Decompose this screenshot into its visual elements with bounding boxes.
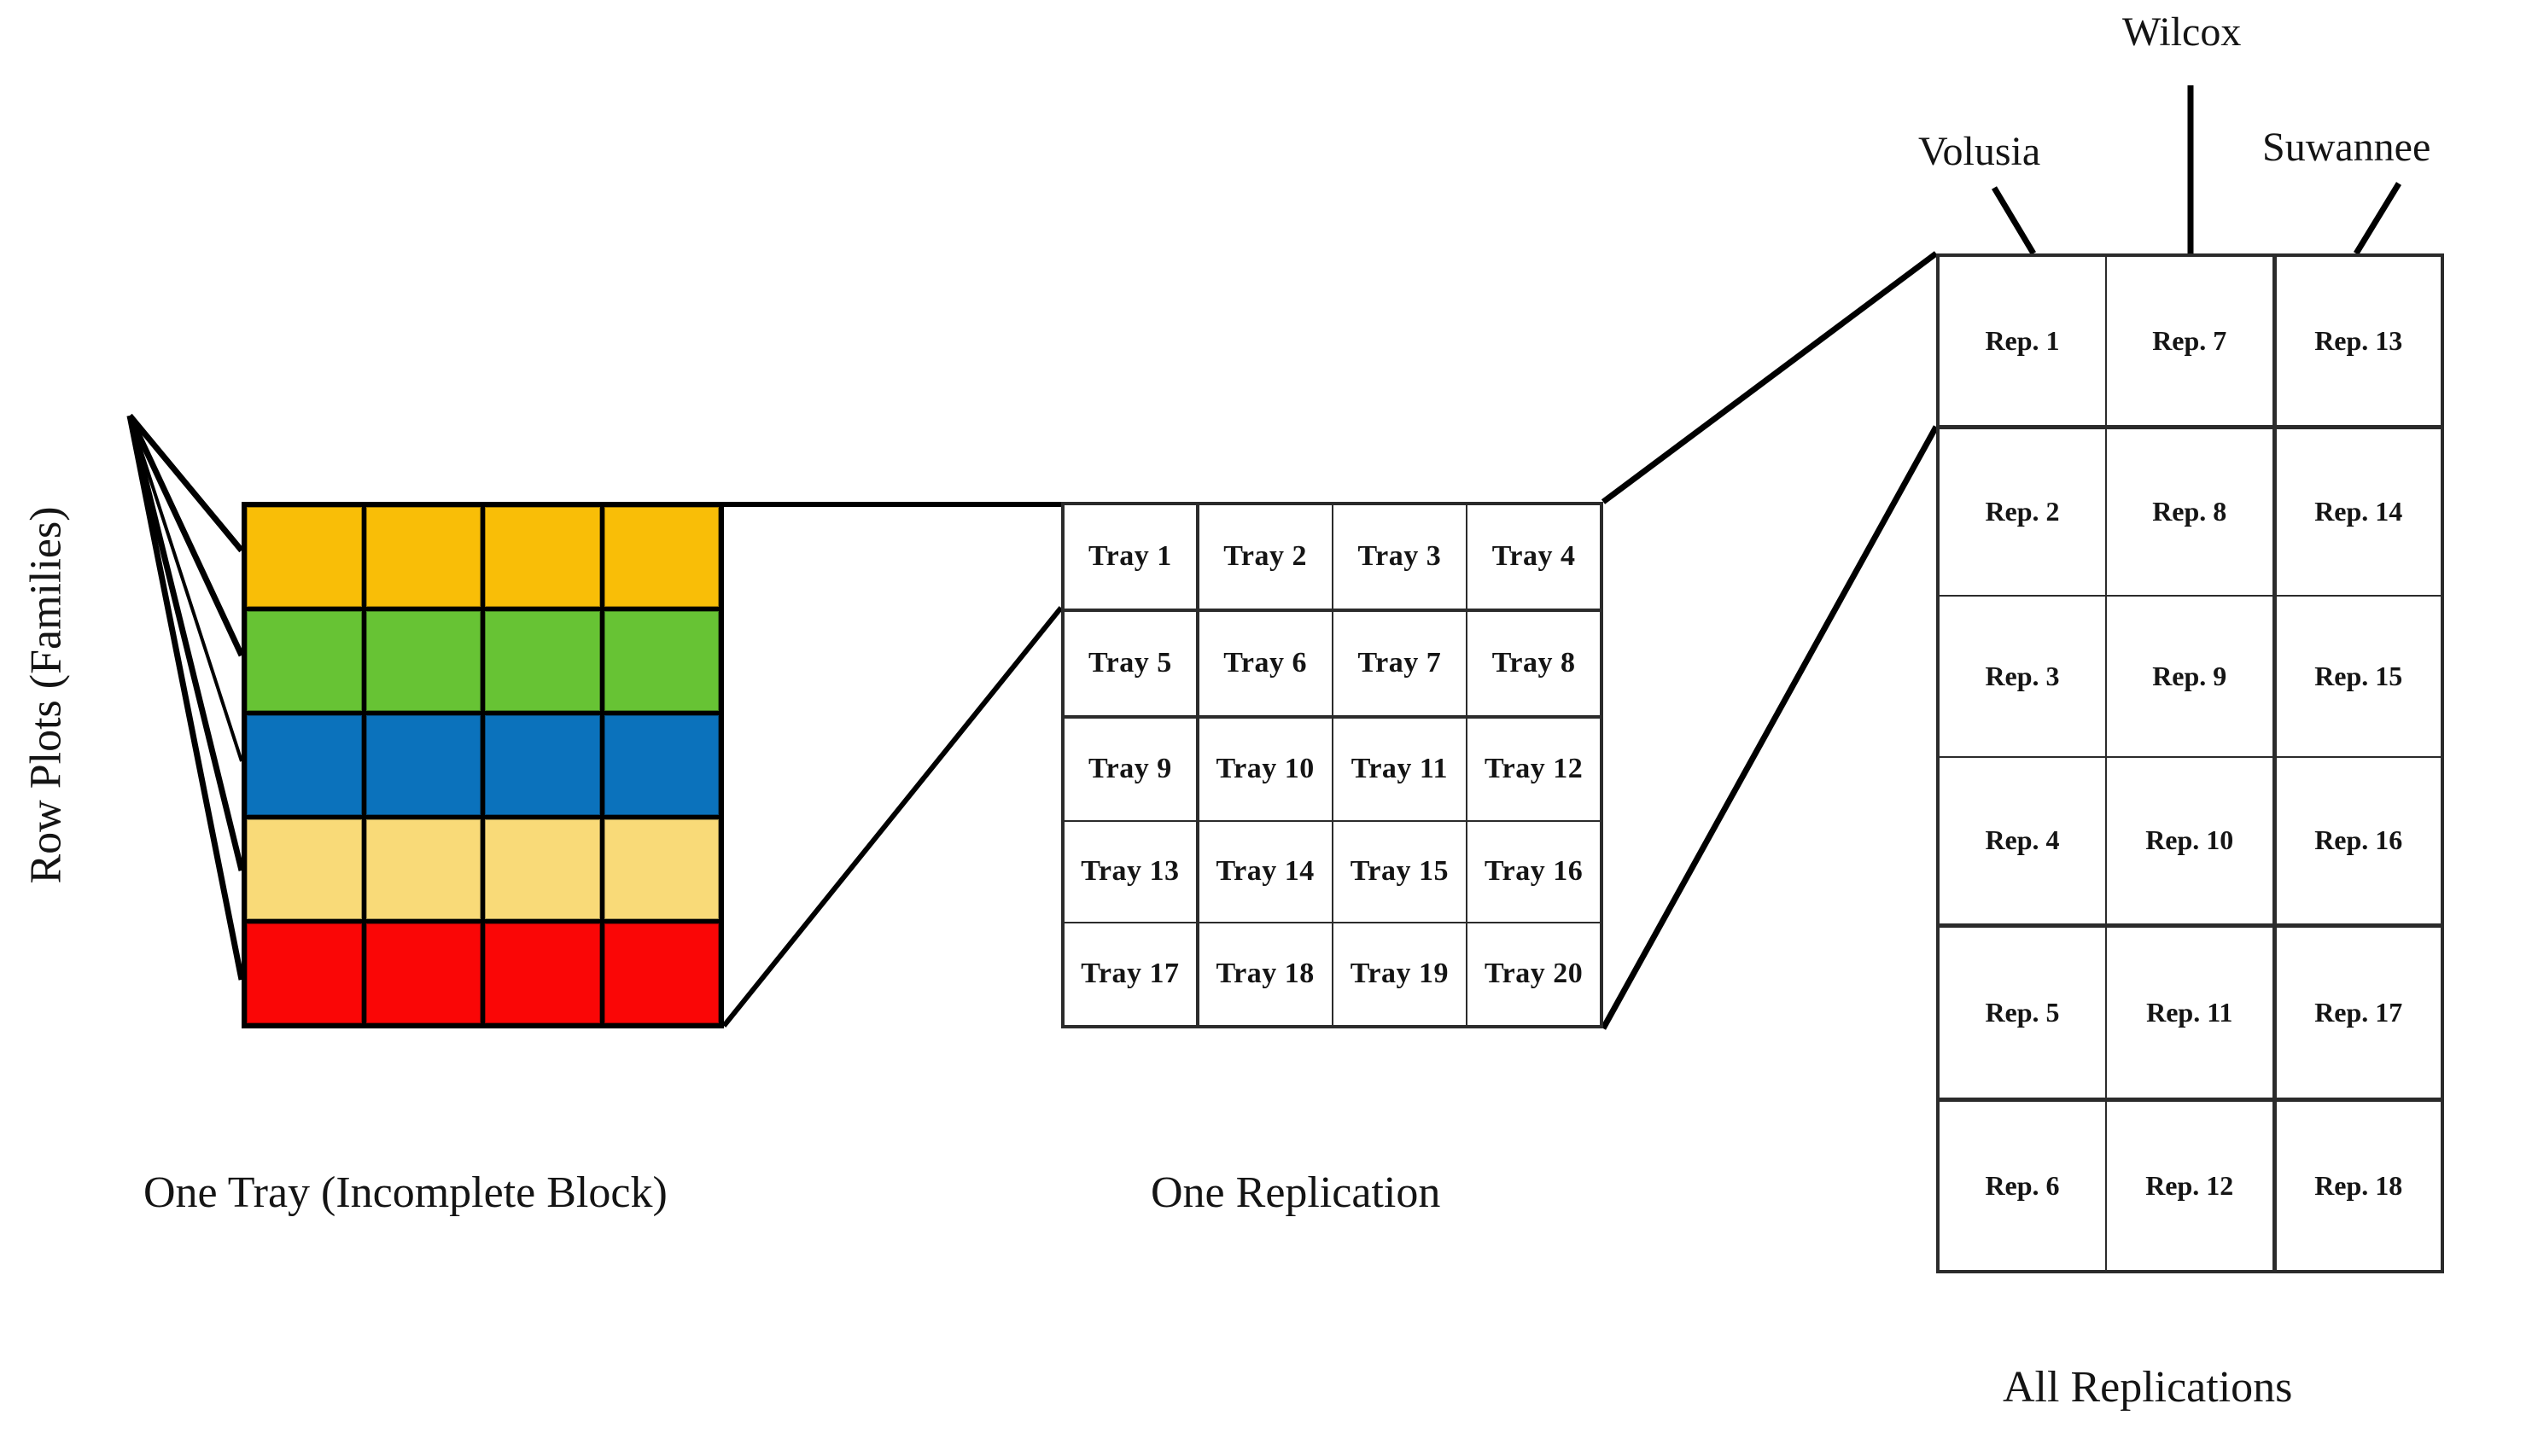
tray-plot-cell (485, 507, 600, 607)
tray-plot-cell (604, 611, 719, 711)
tray-plot-cell (485, 715, 600, 815)
fan-line-row-3 (128, 415, 243, 762)
replication-cell: Rep. 10 (2105, 756, 2277, 928)
replication-cell: Rep. 11 (2105, 924, 2277, 1102)
tray-cell: Tray 7 (1331, 609, 1468, 719)
tray-plot-cell (365, 923, 481, 1023)
tray-plot-cell (247, 923, 362, 1023)
replication-cell: Rep. 14 (2273, 426, 2444, 597)
replication-cell: Rep. 7 (2105, 253, 2277, 430)
site-label-wilcox: Wilcox (2122, 9, 2242, 55)
tray-cell: Tray 10 (1196, 715, 1333, 822)
replication-cell: Rep. 17 (2273, 924, 2444, 1102)
tray-plot-cell (365, 715, 481, 815)
tray-plot-cell (247, 611, 362, 711)
tray-cell: Tray 18 (1196, 921, 1333, 1029)
tray-plot-cell (247, 715, 362, 815)
replication-cell: Rep. 18 (2273, 1098, 2444, 1273)
caption-one-replication: One Replication (1151, 1168, 1441, 1217)
row-plots-families-label: Row Plots (Families) (21, 506, 71, 884)
tray-cell: Tray 1 (1061, 502, 1199, 612)
site-label-suwannee: Suwannee (2262, 125, 2431, 170)
replication-cell: Rep. 8 (2105, 426, 2277, 597)
connector-rep-top (1601, 251, 1939, 504)
tray-plot-cell (485, 923, 600, 1023)
tray-plot-cell (604, 819, 719, 919)
replication-cell: Rep. 15 (2273, 594, 2444, 759)
tray-plot-cell (485, 611, 600, 711)
tray-to-replication-connectors (721, 502, 1064, 1028)
tray-plot-cell (247, 819, 362, 919)
replication-cell: Rep. 2 (1936, 426, 2107, 597)
leader-line-suwannee (2354, 182, 2401, 255)
tray-cell: Tray 5 (1061, 609, 1199, 719)
tray-plot-cell (604, 507, 719, 607)
fan-line-row-1 (127, 413, 244, 553)
tray-cell: Tray 17 (1061, 921, 1199, 1029)
tray-cell: Tray 14 (1196, 819, 1333, 923)
replication-cell: Rep. 6 (1936, 1098, 2107, 1273)
tray-plot-cell (247, 507, 362, 607)
tray-cell: Tray 11 (1331, 715, 1468, 822)
tray-plot-cell (604, 923, 719, 1023)
tray-cell: Tray 12 (1466, 715, 1603, 822)
tray-cell: Tray 15 (1331, 819, 1468, 923)
fan-line-row-5 (126, 415, 245, 981)
tray-cell: Tray 2 (1196, 502, 1333, 612)
tray-cell: Tray 4 (1466, 502, 1603, 612)
tray-cell: Tray 13 (1061, 819, 1199, 923)
tray-cell: Tray 3 (1331, 502, 1468, 612)
caption-all-replications: All Replications (2003, 1363, 2293, 1412)
tray-plot-cell (365, 611, 481, 711)
replication-to-allreps-connectors (1600, 251, 1940, 1030)
tray-plot-cell (485, 819, 600, 919)
tray-cell: Tray 20 (1466, 921, 1603, 1029)
tray-plot-cell (604, 715, 719, 815)
leader-line-volusia (1991, 186, 2037, 255)
tray-cell: Tray 19 (1331, 921, 1468, 1029)
replication-cell: Rep. 4 (1936, 756, 2107, 928)
tray-plot-cell (365, 819, 481, 919)
caption-one-tray: One Tray (Incomplete Block) (143, 1168, 668, 1217)
tray-cell: Tray 9 (1061, 715, 1199, 822)
connector-tray-bottom (721, 606, 1064, 1028)
fan-line-row-4 (126, 415, 245, 871)
replication-cell: Rep. 5 (1936, 924, 2107, 1102)
replication-cell: Rep. 13 (2273, 253, 2444, 430)
tray-cell: Tray 8 (1466, 609, 1603, 719)
replication-cell: Rep. 9 (2105, 594, 2277, 759)
tray-plot-cell (365, 507, 481, 607)
row-plot-fan-lines (126, 413, 245, 981)
site-label-volusia: Volusia (1918, 129, 2041, 174)
replication-cell: Rep. 12 (2105, 1098, 2277, 1273)
tray-cell: Tray 6 (1196, 609, 1333, 719)
replication-cell: Rep. 1 (1936, 253, 2107, 430)
one-tray-color-grid (242, 502, 724, 1028)
replication-cell: Rep. 3 (1936, 594, 2107, 759)
connector-rep-bottom (1600, 425, 1940, 1030)
fan-line-row-2 (126, 414, 245, 657)
tray-cell: Tray 16 (1466, 819, 1603, 923)
replication-cell: Rep. 16 (2273, 756, 2444, 928)
